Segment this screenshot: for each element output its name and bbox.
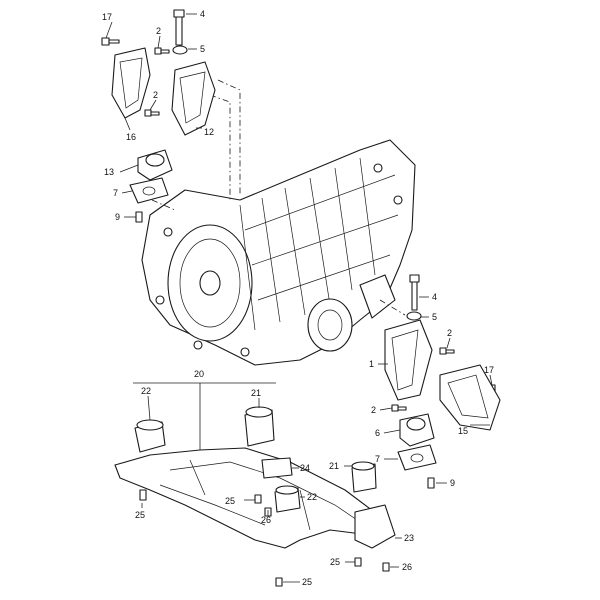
mount-22-left bbox=[134, 419, 166, 453]
callout-23: 23 bbox=[404, 533, 414, 543]
bolt-9-right bbox=[427, 477, 435, 489]
callout-2-top: 2 bbox=[156, 26, 161, 36]
callout-25-right: 25 bbox=[330, 557, 340, 567]
bracket-23 bbox=[354, 504, 396, 549]
callout-4-right: 4 bbox=[432, 292, 437, 302]
callout-26-center: 26 bbox=[261, 515, 271, 525]
callout-7-right: 7 bbox=[375, 454, 380, 464]
bracket-15 bbox=[439, 364, 501, 431]
bolt-2-top bbox=[154, 47, 170, 55]
bolt-2-right-upper bbox=[439, 347, 455, 355]
mount-13 bbox=[137, 149, 173, 181]
callout-22-center: 22 bbox=[307, 492, 317, 502]
callout-5-right: 5 bbox=[432, 312, 437, 322]
callout-25-center: 25 bbox=[225, 496, 235, 506]
callout-21-right: 21 bbox=[329, 461, 339, 471]
plate-7-left bbox=[129, 177, 169, 204]
callout-5-top: 5 bbox=[200, 44, 205, 54]
bracket-24 bbox=[261, 457, 293, 479]
callout-1: 1 bbox=[369, 359, 374, 369]
callout-2-right-lower: 2 bbox=[371, 405, 376, 415]
callout-13: 13 bbox=[104, 167, 114, 177]
callout-9-right: 9 bbox=[450, 478, 455, 488]
alignment-lines bbox=[151, 79, 406, 316]
transmission-housing bbox=[141, 139, 416, 366]
mount-6 bbox=[399, 413, 435, 447]
callout-2-mid: 2 bbox=[153, 90, 158, 100]
callout-24: 24 bbox=[300, 463, 310, 473]
washer-5-right bbox=[406, 311, 422, 321]
bracket-12 bbox=[171, 61, 216, 136]
crossmember-20 bbox=[114, 447, 386, 549]
callout-17-right: 17 bbox=[484, 365, 494, 375]
bolt-4-right bbox=[409, 274, 420, 311]
callout-25-left: 25 bbox=[135, 510, 145, 520]
plate-7-right bbox=[397, 444, 437, 471]
callout-labels: 17 2 4 5 2 16 12 13 7 9 4 5 2 1 17 2 6 1… bbox=[102, 9, 494, 587]
callout-12: 12 bbox=[204, 127, 214, 137]
bolt-4-top bbox=[173, 9, 185, 46]
bolt-9-left bbox=[135, 211, 143, 223]
callout-20: 20 bbox=[194, 369, 204, 379]
callout-17-top: 17 bbox=[102, 12, 112, 22]
callout-26-right: 26 bbox=[402, 562, 412, 572]
callout-16: 16 bbox=[126, 132, 136, 142]
callout-4-top: 4 bbox=[200, 9, 205, 19]
callout-25-bottom: 25 bbox=[302, 577, 312, 587]
bracket-1 bbox=[384, 319, 433, 401]
bolt-2-mid bbox=[144, 109, 160, 117]
callout-9-left: 9 bbox=[115, 212, 120, 222]
bolt-17-top bbox=[101, 37, 120, 46]
callout-2-right-upper: 2 bbox=[447, 328, 452, 338]
callout-7-left: 7 bbox=[113, 188, 118, 198]
mount-21-center bbox=[244, 406, 275, 447]
bolt-2-right-lower bbox=[391, 404, 407, 412]
mount-21-right bbox=[351, 461, 377, 493]
bracket-16 bbox=[111, 47, 151, 119]
callout-22-left: 22 bbox=[141, 386, 151, 396]
leader-lines bbox=[105, 13, 493, 583]
callout-15: 15 bbox=[458, 426, 468, 436]
washer-5-top bbox=[172, 45, 188, 55]
callout-21-center: 21 bbox=[251, 388, 261, 398]
callout-6: 6 bbox=[375, 428, 380, 438]
mount-22-right bbox=[274, 485, 301, 513]
